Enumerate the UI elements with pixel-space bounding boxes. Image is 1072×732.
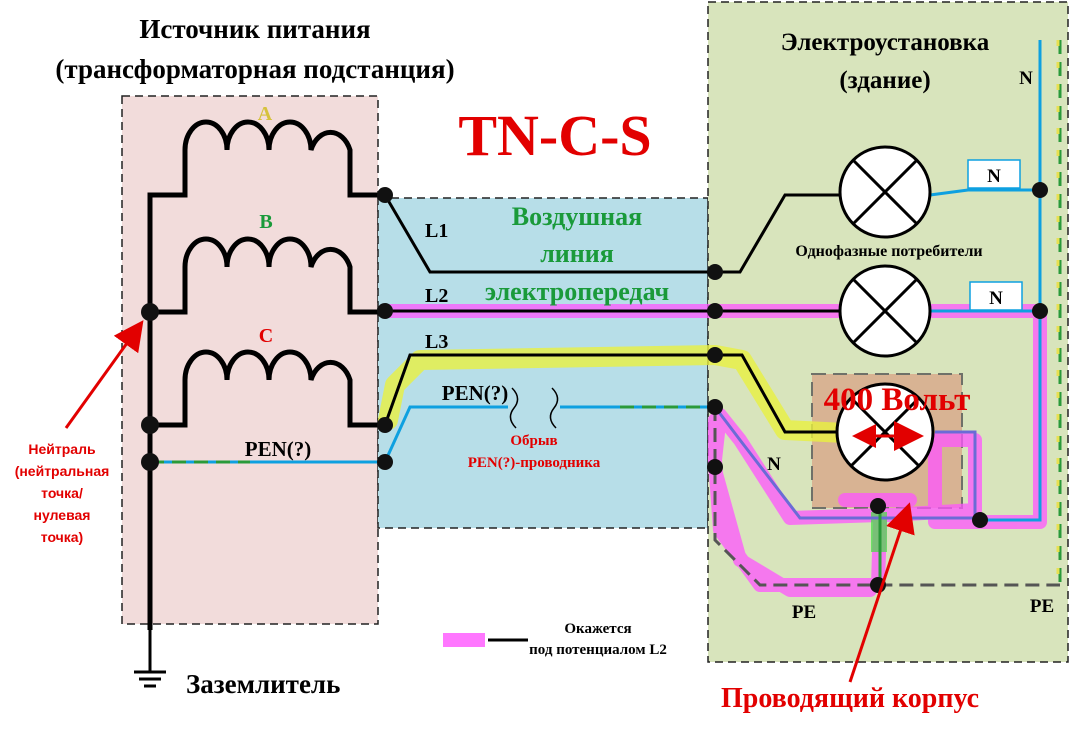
building-title-1: Электроустановка <box>781 29 990 56</box>
ground-icon <box>134 630 166 688</box>
break-label-2: PEN(?)-проводника <box>468 455 601 471</box>
neutral-label-5: точка) <box>41 529 83 545</box>
l2-label: L2 <box>425 285 448 307</box>
source-zone <box>121 95 379 625</box>
n-inner-label: N <box>767 454 781 475</box>
legend-line-1: Окажется <box>564 621 631 637</box>
lamp-l1 <box>838 145 932 239</box>
source-title-1: Источник питания <box>139 14 370 44</box>
n-box-2 <box>969 281 1023 311</box>
line-title-2: линия <box>540 239 614 268</box>
neutral-label-4: нулевая <box>34 507 91 523</box>
l3-label: L3 <box>425 331 448 353</box>
neutral-label-2: (нейтральная <box>15 463 110 479</box>
neutral-arrow <box>64 320 144 429</box>
line-pen-label: PEN(?) <box>442 381 509 405</box>
consumers-label: Однофазные потребители <box>795 243 982 260</box>
n-box-2-label: N <box>989 288 1003 309</box>
earth-label: Заземлитель <box>186 669 340 699</box>
legend-swatch-magenta <box>443 633 485 647</box>
line-title-1: Воздушная <box>512 202 642 231</box>
n-box-1 <box>967 159 1021 189</box>
break-label-1: Обрыв <box>510 433 557 449</box>
phase-c-label: C <box>259 325 273 347</box>
neutral-label-1: Нейтраль <box>28 441 96 457</box>
pe-right-label: PE <box>1030 596 1054 617</box>
lamp-l2 <box>838 264 932 358</box>
pe-left-label: PE <box>792 602 816 623</box>
n-box-1-label: N <box>987 166 1001 187</box>
junction-nodes <box>141 182 1048 593</box>
line-title-3: электропередач <box>485 277 669 306</box>
building-title-2: (здание) <box>839 67 930 94</box>
case-arrow <box>848 502 915 683</box>
phase-a-label: A <box>258 103 273 125</box>
main-title: TN-C-S <box>458 103 651 168</box>
legend-line-2: под потенциалом L2 <box>529 642 667 658</box>
break-marks <box>509 387 559 429</box>
phase-b-label: B <box>259 211 272 233</box>
transformer-coils <box>147 119 383 630</box>
l1-label: L1 <box>425 220 448 242</box>
source-title-2: (трансформаторная подстанция) <box>55 54 454 84</box>
n-top-label: N <box>1019 68 1033 89</box>
voltage-label: 400 Вольт <box>824 382 971 418</box>
neutral-label-3: точка/ <box>41 485 83 501</box>
source-pen-label: PEN(?) <box>245 437 312 461</box>
case-label: Проводящий корпус <box>721 683 979 714</box>
